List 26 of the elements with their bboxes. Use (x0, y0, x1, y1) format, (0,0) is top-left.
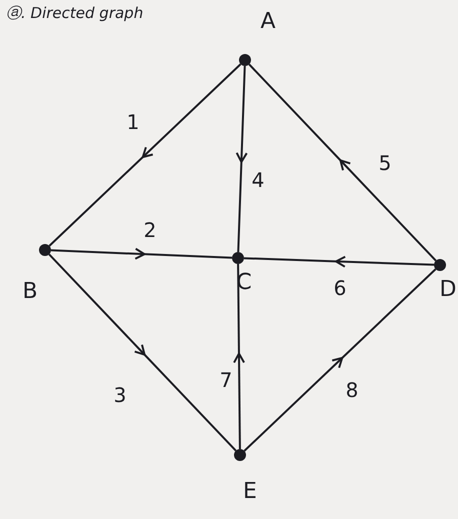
title: ⓐ. Directed graph (6, 6, 144, 21)
edge-label: 2 (144, 220, 156, 240)
vertex-label: A (260, 11, 276, 33)
vertex-dot (232, 252, 244, 264)
edge-label: 3 (114, 385, 126, 405)
vertex-dot (234, 449, 246, 461)
arrow (244, 256, 434, 268)
arrow (248, 64, 437, 262)
vertex-label: E (243, 481, 257, 503)
arrow (48, 254, 237, 452)
arrow (50, 248, 232, 260)
edge-label: 1 (126, 112, 140, 132)
vertex-label: B (22, 281, 38, 303)
vertex-label: D (440, 279, 456, 301)
arrow (236, 66, 248, 252)
edge-label: 6 (334, 278, 346, 298)
edge-label: 5 (378, 153, 392, 173)
arrow (233, 264, 246, 450)
edge-label: 8 (346, 380, 358, 400)
edge-label: 7 (220, 370, 232, 390)
vertex-dot (39, 244, 51, 256)
vertex-dot (434, 259, 446, 271)
vertex-dot (239, 54, 251, 66)
arrow (48, 63, 242, 247)
arrow (244, 268, 436, 452)
edge-label: 4 (252, 170, 264, 190)
